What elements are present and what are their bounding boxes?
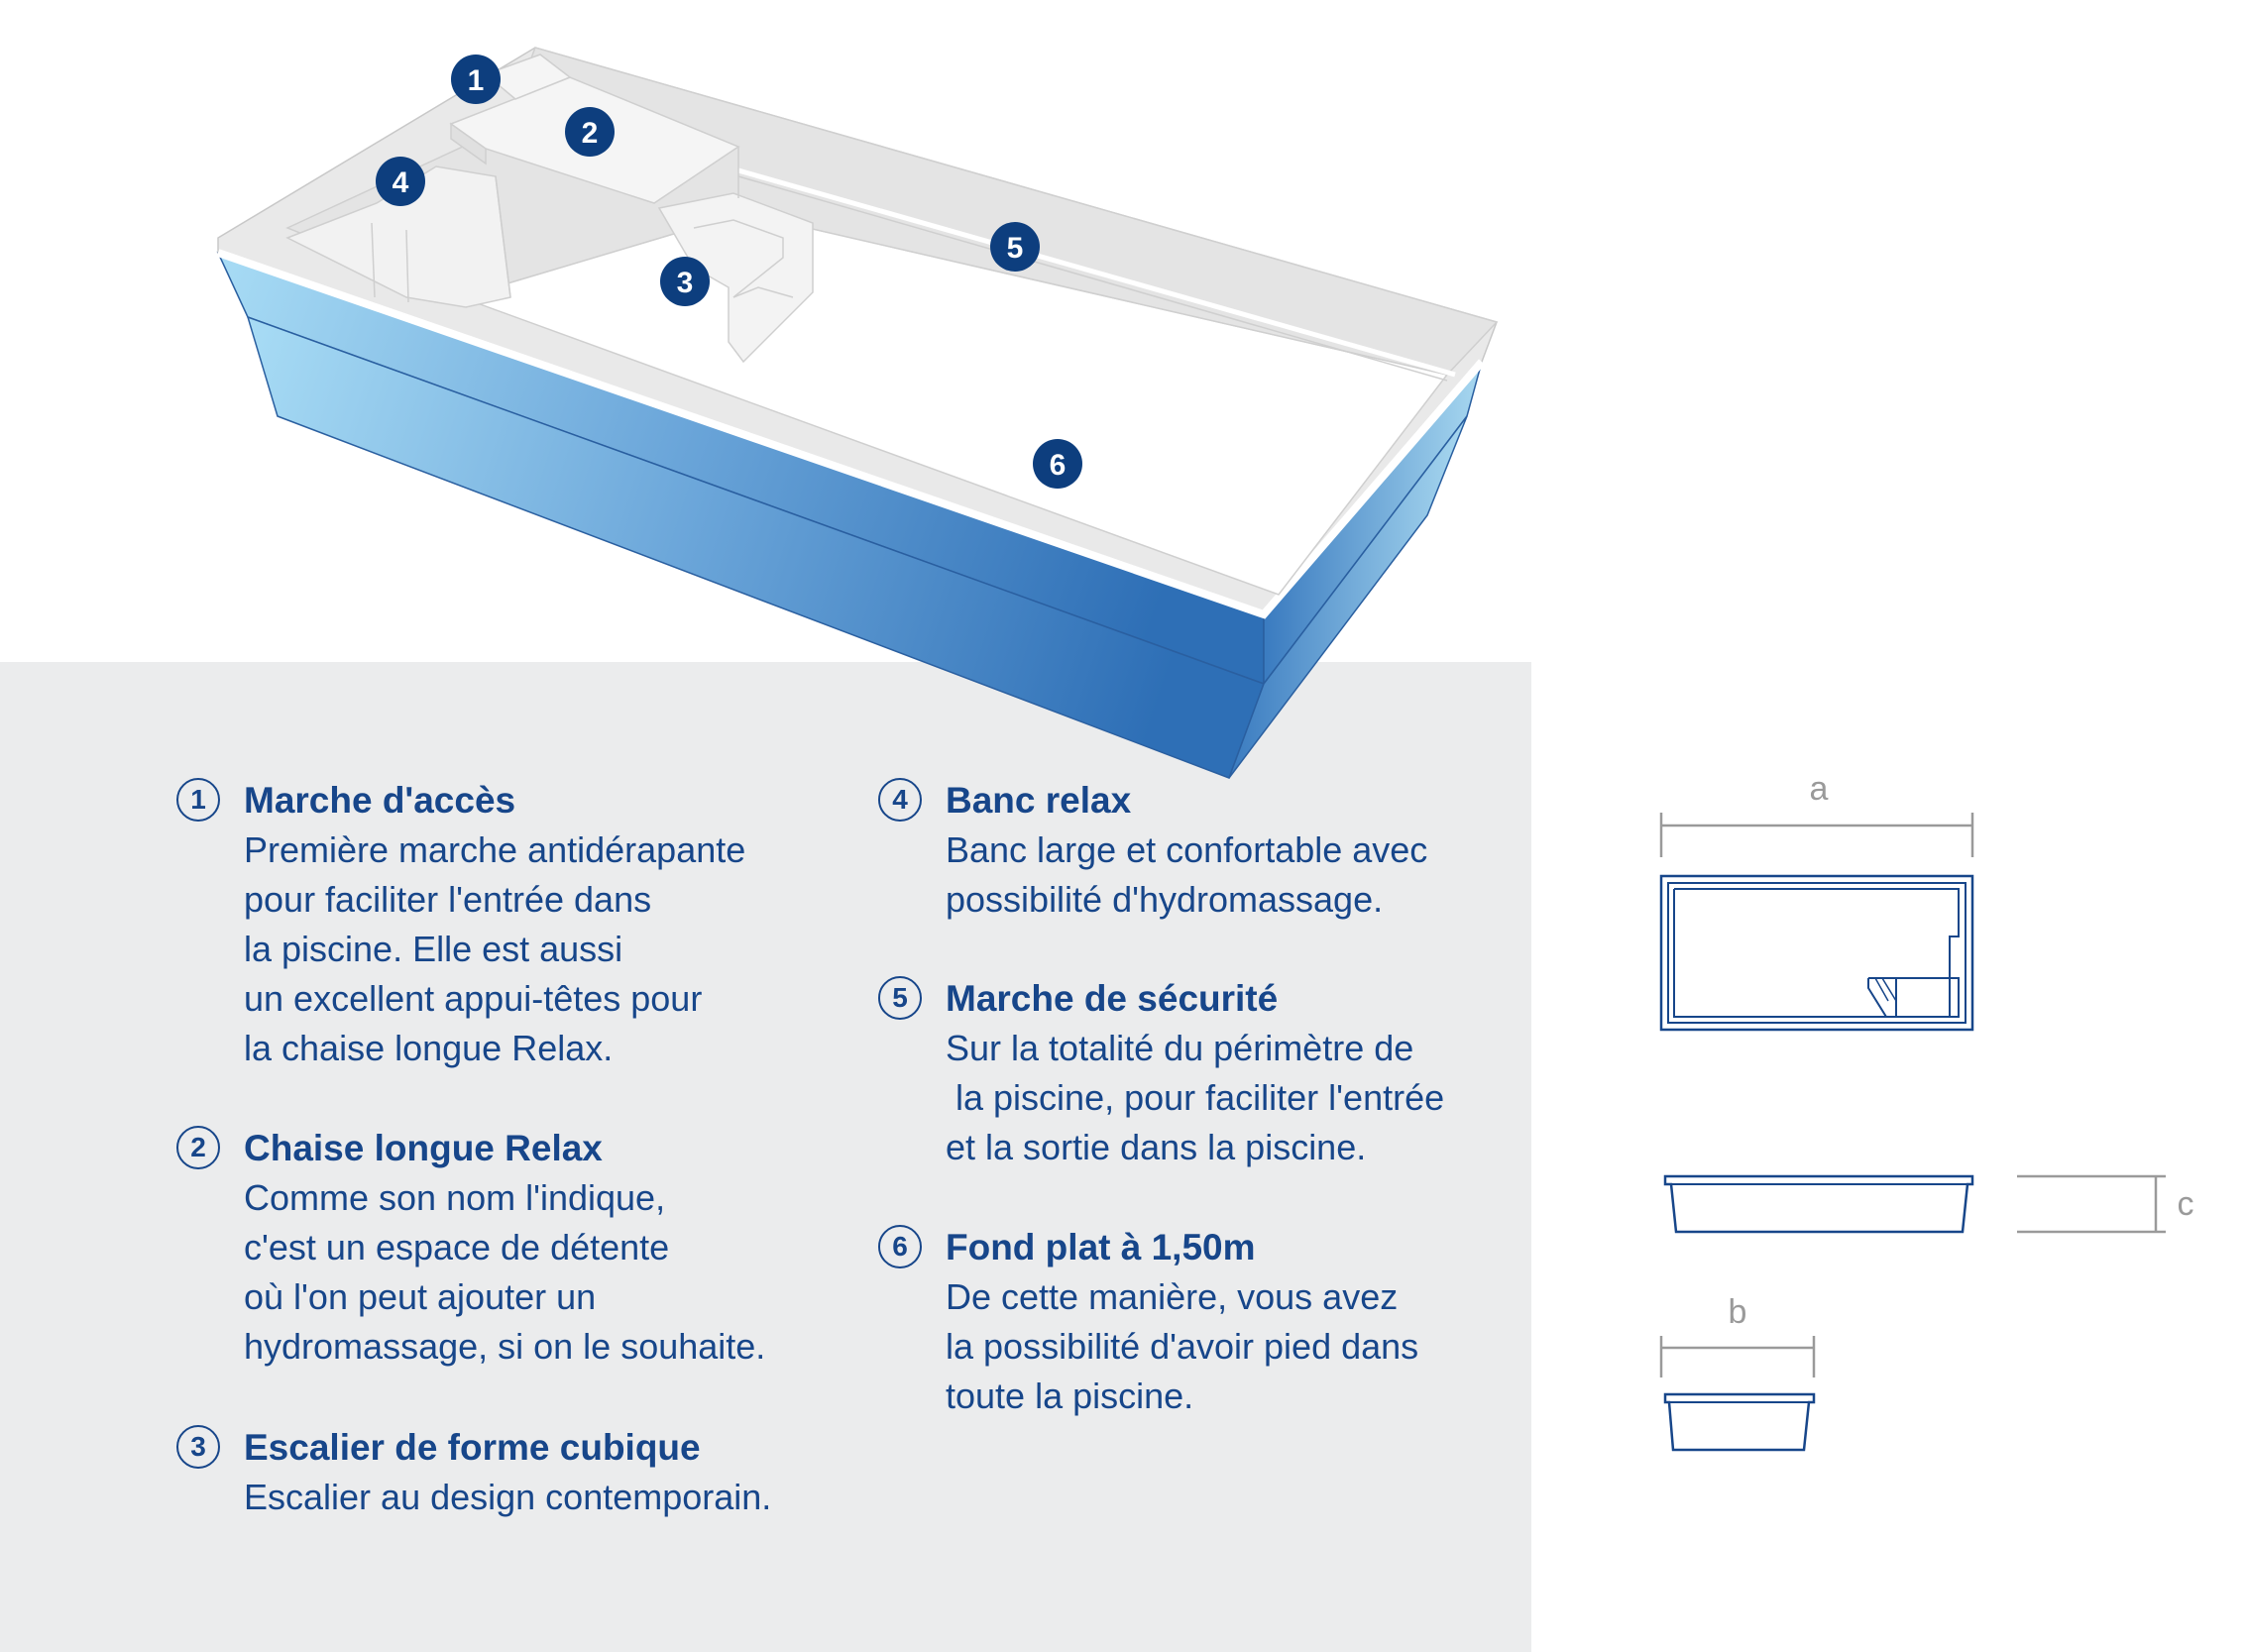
feature-description: Sur la totalité du périmètre de la pisci… xyxy=(946,1028,1445,1167)
feature-number: 3 xyxy=(176,1425,220,1469)
feature-description: Première marche antidérapante pour facil… xyxy=(244,829,746,1068)
feature-title: Marche d'accès xyxy=(244,780,516,821)
feature-description: De cette manière, vous avez la possibili… xyxy=(946,1276,1419,1416)
feature-description: Banc large et confortable avec possibili… xyxy=(946,829,1428,920)
feature-description: Escalier au design contemporain. xyxy=(244,1477,772,1517)
feature-number: 4 xyxy=(878,778,922,822)
feature-title: Fond plat à 1,50m xyxy=(946,1227,1256,1267)
badge-4: 4 xyxy=(376,157,425,206)
svg-text:6: 6 xyxy=(1050,449,1067,482)
dimension-a: a xyxy=(1659,770,1974,857)
badge-3: 3 xyxy=(660,257,710,306)
feature-number: 5 xyxy=(878,976,922,1020)
dimension-b: b xyxy=(1659,1293,1816,1377)
badge-6: 6 xyxy=(1033,439,1082,489)
badge-1: 1 xyxy=(451,55,501,104)
svg-text:b: b xyxy=(1729,1293,1747,1331)
svg-text:2: 2 xyxy=(582,117,599,150)
access-step xyxy=(484,54,572,100)
feature-title: Escalier de forme cubique xyxy=(244,1427,701,1468)
pool-side-view xyxy=(1663,1174,1974,1234)
info-panel xyxy=(0,662,1531,1652)
feature-title: Marche de sécurité xyxy=(946,978,1279,1019)
dimension-c: c xyxy=(2017,1174,2194,1234)
svg-text:c: c xyxy=(2178,1185,2194,1223)
svg-text:5: 5 xyxy=(1007,232,1024,265)
badge-5: 5 xyxy=(990,222,1040,272)
pool-3d-illustration: 1 2 3 4 5 6 xyxy=(216,47,1499,779)
pool-top-view xyxy=(1659,874,1974,1032)
pool-end-view xyxy=(1663,1392,1816,1452)
svg-text:1: 1 xyxy=(468,64,485,97)
feature-number: 6 xyxy=(878,1225,922,1268)
pool-shell-end-lower xyxy=(1228,415,1468,779)
dimension-schematics: a c b xyxy=(1659,770,2194,1452)
feature-number: 1 xyxy=(176,778,220,822)
feature-number: 2 xyxy=(176,1126,220,1169)
svg-text:4: 4 xyxy=(393,166,409,199)
svg-text:a: a xyxy=(1810,770,1829,808)
feature-title: Chaise longue Relax xyxy=(244,1128,603,1168)
badge-2: 2 xyxy=(565,107,615,157)
feature-title: Banc relax xyxy=(946,780,1132,821)
feature-description: Comme son nom l'indique, c'est un espace… xyxy=(244,1177,766,1367)
svg-text:3: 3 xyxy=(677,267,694,299)
